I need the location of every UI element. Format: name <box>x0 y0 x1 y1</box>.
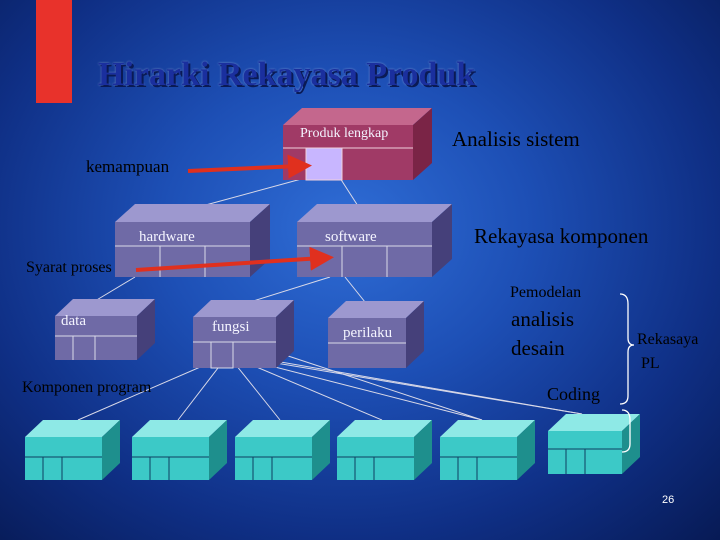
label-coding: Coding <box>547 384 601 404</box>
brackets <box>619 293 635 453</box>
program-box-5 <box>440 420 535 480</box>
label-analisis: analisis <box>511 307 574 331</box>
arrow-syarat-proses <box>135 246 334 272</box>
label-rekayasa-komponen: Rekayasa komponen <box>474 224 649 248</box>
label-software: software <box>325 229 377 245</box>
bracket-coding <box>621 409 631 453</box>
node-data <box>55 299 155 360</box>
accent-bar <box>36 0 72 103</box>
label-pemodelan: Pemodelan <box>510 284 582 301</box>
label-perilaku: perilaku <box>343 325 393 341</box>
arrow-kemampuan <box>187 154 312 179</box>
slide-title: Hirarki Rekayasa Produk <box>98 56 476 93</box>
red-arrows <box>135 154 334 272</box>
label-pl: PL <box>641 355 660 372</box>
bracket-pemodelan <box>619 293 635 405</box>
label-kemampuan: kemampuan <box>86 157 170 176</box>
label-analisis-sistem: Analisis sistem <box>452 127 580 151</box>
node-produk-lengkap <box>283 108 432 181</box>
label-komponen-program: Komponen program <box>22 379 152 396</box>
program-box-1 <box>25 420 120 480</box>
node-software <box>297 204 452 277</box>
program-box-2 <box>132 420 227 480</box>
program-components <box>25 414 640 480</box>
label-hardware: hardware <box>139 229 195 245</box>
label-produk-lengkap: Produk lengkap <box>300 126 389 141</box>
node-fungsi <box>193 300 294 369</box>
node-hardware <box>115 204 270 277</box>
label-fungsi: fungsi <box>212 319 250 335</box>
program-box-3 <box>235 420 330 480</box>
node-perilaku <box>328 301 424 368</box>
label-desain: desain <box>511 336 565 360</box>
label-syarat-proses: Syarat proses <box>26 259 112 276</box>
slide-number: 26 <box>662 494 675 506</box>
program-box-4 <box>337 420 432 480</box>
label-data: data <box>61 313 86 329</box>
label-rekasaya: Rekasaya <box>637 331 699 348</box>
program-box-6 <box>548 414 640 474</box>
